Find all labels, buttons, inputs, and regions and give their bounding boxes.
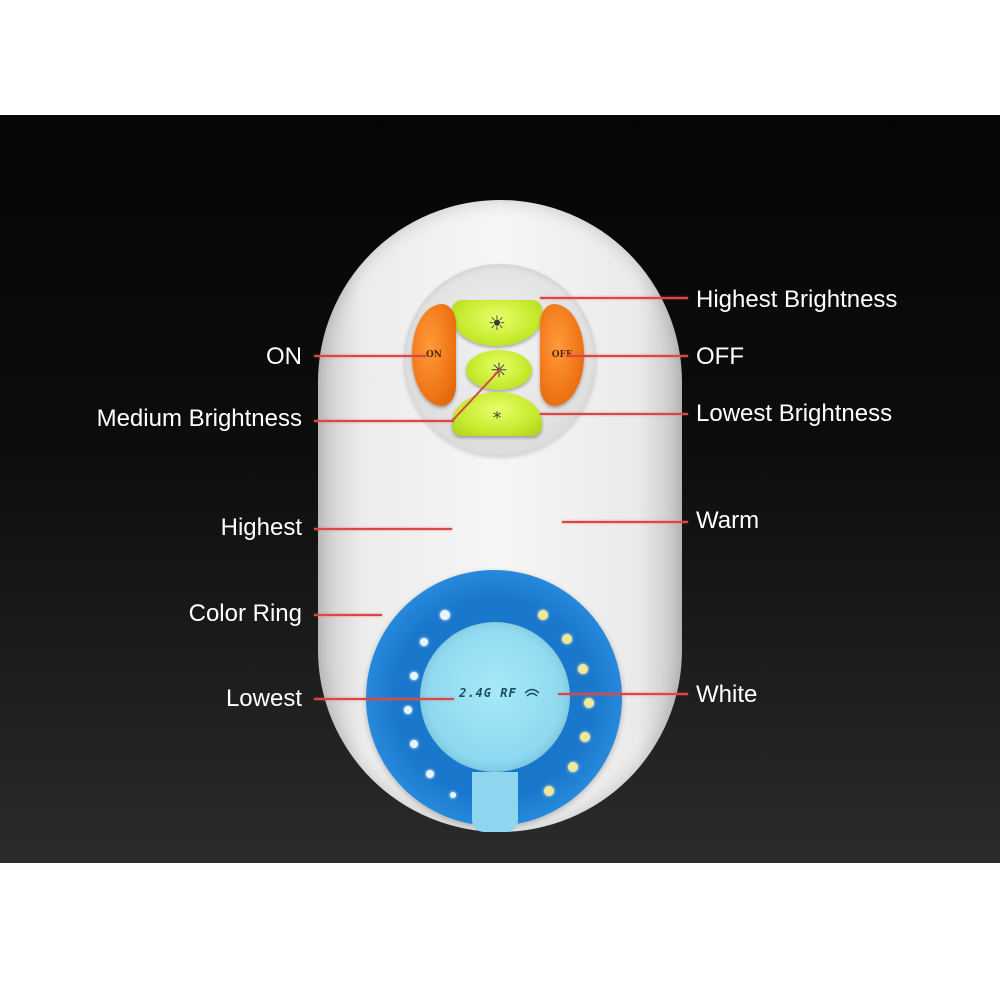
label-highest-brightness: Highest Brightness <box>696 286 898 313</box>
ring-dot <box>404 706 412 714</box>
remote-control-body: ☀ ON ✳ OFF ∗ 2.4G RF <box>318 200 682 832</box>
label-lowest-brightness: Lowest Brightness <box>696 400 893 427</box>
lowest-brightness-button[interactable]: ∗ <box>452 392 542 436</box>
ring-dot <box>426 770 434 778</box>
rf-label: 2.4G RF <box>444 686 554 700</box>
leader-line-off <box>566 355 688 357</box>
leader-line-on <box>314 355 426 357</box>
ring-dot <box>420 638 428 646</box>
label-white: White <box>696 681 758 708</box>
ring-dot <box>544 786 554 796</box>
label-color-ring: Color Ring <box>188 600 302 627</box>
sun-large-icon: ☀ <box>488 311 506 335</box>
product-photo: ☀ ON ✳ OFF ∗ 2.4G RF <box>0 115 1000 863</box>
ring-dot <box>580 732 590 742</box>
highest-brightness-button[interactable]: ☀ <box>452 300 542 346</box>
label-lowest: Lowest <box>225 685 302 712</box>
on-button-label: ON <box>425 350 443 360</box>
bottom-margin <box>0 863 1000 1000</box>
ring-notch <box>472 772 518 832</box>
leader-line-color-ring <box>314 614 382 616</box>
label-highest: Highest <box>220 514 302 541</box>
label-warm: Warm <box>696 507 760 534</box>
ring-dot <box>584 698 594 708</box>
leader-line-white <box>558 693 688 695</box>
sun-small-icon: ∗ <box>491 404 503 424</box>
ring-center: 2.4G RF <box>420 622 570 772</box>
ring-dot <box>562 634 572 644</box>
ring-dot <box>410 672 418 680</box>
label-medium-brightness: Medium Brightness <box>96 405 302 432</box>
leader-line-highest-brightness <box>540 297 688 299</box>
leader-line-lowest <box>314 698 454 700</box>
label-on: ON <box>266 343 302 370</box>
ring-dot <box>440 610 450 620</box>
ring-dot <box>450 792 456 798</box>
ring-dot <box>578 664 588 674</box>
leader-line-highest <box>314 528 452 530</box>
ring-dot <box>568 762 578 772</box>
ring-dot <box>410 740 418 748</box>
leader-line-medium-brightness <box>314 420 454 422</box>
ring-dot <box>538 610 548 620</box>
wireless-signal-icon <box>524 688 540 697</box>
leader-line-warm <box>562 521 688 523</box>
label-off: OFF <box>696 343 744 370</box>
off-button-label: OFF <box>551 350 573 360</box>
brightness-button-pad: ☀ ON ✳ OFF ∗ <box>404 264 596 456</box>
leader-line-lowest-brightness <box>540 413 688 415</box>
